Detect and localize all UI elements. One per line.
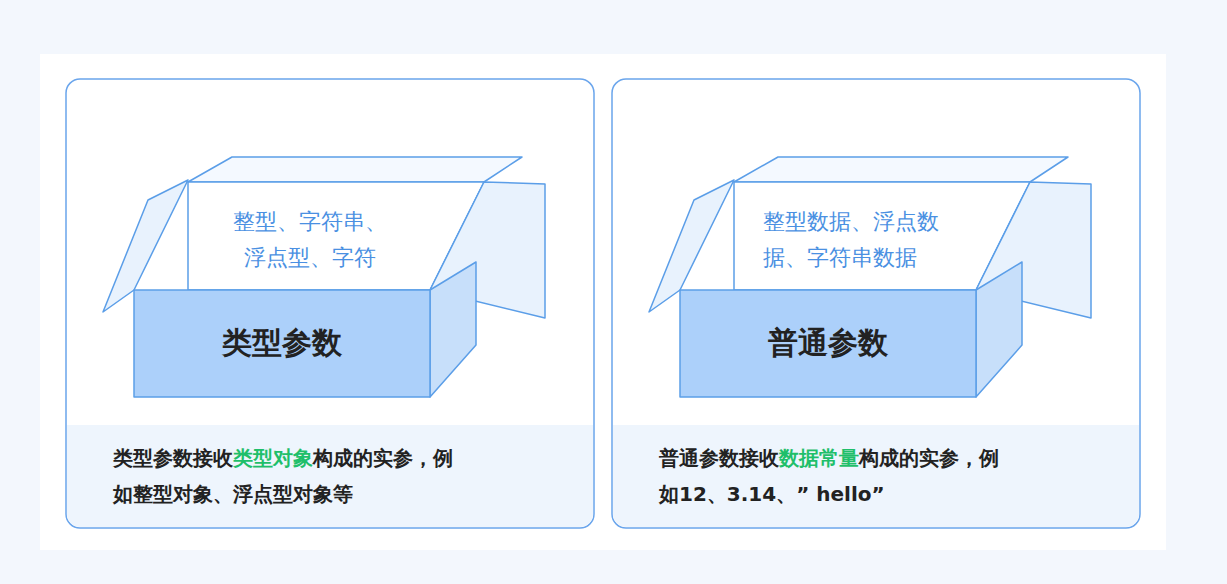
box-back-flap: [188, 157, 522, 182]
body-text: 整型、字符串、浮点型、字符: [225, 204, 395, 276]
box-side: [430, 262, 476, 397]
box-side: [976, 262, 1022, 397]
panel-outline: [612, 79, 1140, 528]
page-ground: [40, 54, 1166, 550]
content-note: 整型、字符串、浮点型、字符: [225, 204, 395, 276]
description-band: 普通参数接收数据常量构成的实参，例如12、3.14、” hello”: [613, 425, 1139, 527]
open-box: [649, 157, 1091, 397]
box-front: [680, 290, 976, 397]
box-label: 普通参数: [680, 290, 976, 397]
content-note: 整型数据、浮点数据、字符串数据: [763, 204, 949, 276]
box-label: 类型参数: [134, 290, 430, 397]
highlight-term: 数据常量: [779, 446, 859, 470]
description-text: 普通参数接收数据常量构成的实参，例如12、3.14、” hello”: [659, 440, 999, 512]
panel: [66, 79, 594, 528]
description-text: 类型参数接收类型对象构成的实参，例如整型对象、浮点型对象等: [113, 440, 453, 512]
box-title: 类型参数: [222, 323, 342, 364]
description-band: 类型参数接收类型对象构成的实参，例如整型对象、浮点型对象等: [67, 425, 593, 527]
highlight-term: 类型对象: [233, 446, 313, 470]
panel: [612, 79, 1140, 528]
box-title: 普通参数: [768, 323, 888, 364]
body-text: 整型数据、浮点数据、字符串数据: [763, 204, 949, 276]
panel-outline: [66, 79, 594, 528]
box-back-flap: [734, 157, 1068, 182]
open-box: [103, 157, 545, 397]
box-front: [134, 290, 430, 397]
body-text: 类型参数接收: [113, 446, 233, 470]
body-text: 普通参数接收: [659, 446, 779, 470]
